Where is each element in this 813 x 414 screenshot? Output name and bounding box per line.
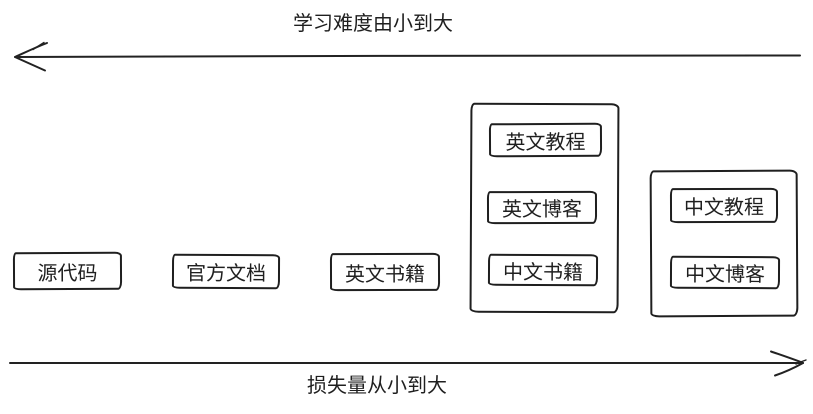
difficulty-axis-label: 学习难度由小到大 — [293, 13, 453, 35]
box-english-books: 英文书籍 — [329, 252, 441, 292]
box-official-docs-label: 官方文档 — [185, 262, 267, 286]
box-source-code: 源代码 — [12, 251, 123, 291]
box-english-tutorial-label: 英文教程 — [505, 131, 586, 154]
difficulty-arrow-left-icon — [14, 41, 801, 72]
box-english-tutorial: 英文教程 — [488, 122, 603, 158]
loss-axis-label: 损失量从小到大 — [307, 375, 447, 397]
box-chinese-tutorial-label: 中文教程 — [683, 196, 765, 220]
box-chinese-blog-label: 中文博客 — [684, 263, 766, 287]
box-english-books-label: 英文书籍 — [344, 263, 426, 286]
box-chinese-tutorial: 中文教程 — [669, 187, 779, 224]
box-english-blog-label: 英文博客 — [501, 198, 583, 222]
box-chinese-blog: 中文博客 — [669, 255, 781, 290]
box-chinese-book-label: 中文书籍 — [502, 261, 584, 284]
box-chinese-book: 中文书籍 — [487, 253, 599, 287]
box-english-blog: 英文博客 — [486, 190, 598, 225]
box-official-docs: 官方文档 — [171, 253, 281, 290]
box-source-code-label: 源代码 — [37, 262, 98, 285]
loss-arrow-right-icon — [9, 350, 807, 377]
